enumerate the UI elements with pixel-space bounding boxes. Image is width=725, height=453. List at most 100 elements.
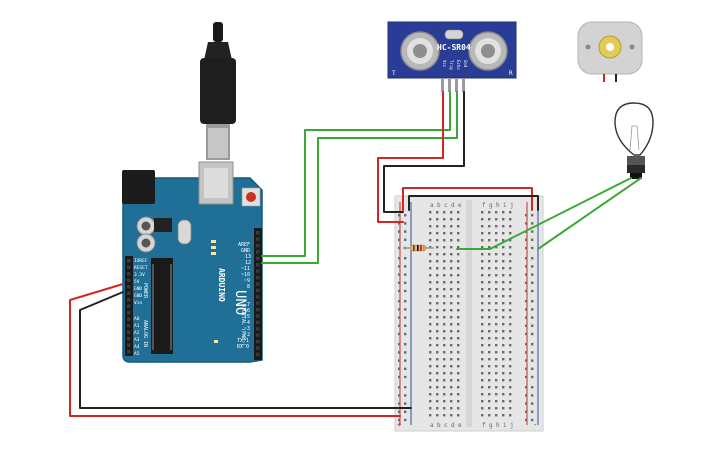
breadboard-hole[interactable] xyxy=(495,372,498,375)
rail-hole[interactable] xyxy=(398,343,401,346)
breadboard-hole[interactable] xyxy=(443,211,446,214)
rail-hole[interactable] xyxy=(531,332,534,336)
breadboard-hole[interactable] xyxy=(509,260,512,263)
rail-hole[interactable] xyxy=(398,273,401,276)
breadboard-hole[interactable] xyxy=(429,253,432,256)
breadboard-hole[interactable] xyxy=(488,330,491,333)
breadboard-hole[interactable] xyxy=(443,316,446,319)
breadboard-hole[interactable] xyxy=(450,372,453,375)
rail-hole[interactable] xyxy=(404,289,407,293)
breadboard-hole[interactable] xyxy=(450,386,453,389)
breadboard-hole[interactable] xyxy=(429,393,432,396)
rail-hole[interactable] xyxy=(398,214,401,217)
breadboard-hole[interactable] xyxy=(502,330,505,333)
breadboard-hole[interactable] xyxy=(429,386,432,389)
digital-pin-socket[interactable] xyxy=(256,250,260,254)
breadboard-hole[interactable] xyxy=(443,330,446,333)
breadboard-hole[interactable] xyxy=(495,330,498,333)
power-pin-socket[interactable] xyxy=(127,350,131,354)
breadboard-hole[interactable] xyxy=(495,218,498,221)
breadboard-hole[interactable] xyxy=(450,225,453,228)
rail-hole[interactable] xyxy=(404,402,407,405)
rail-hole[interactable] xyxy=(398,257,401,260)
breadboard-hole[interactable] xyxy=(502,323,505,326)
breadboard-hole[interactable] xyxy=(509,344,512,347)
breadboard-hole[interactable] xyxy=(457,414,460,417)
breadboard-hole[interactable] xyxy=(450,260,453,263)
rail-hole[interactable] xyxy=(531,410,534,413)
breadboard-hole[interactable] xyxy=(481,351,484,354)
breadboard-hole[interactable] xyxy=(481,288,484,291)
breadboard-hole[interactable] xyxy=(495,323,498,326)
rail-hole[interactable] xyxy=(404,343,407,346)
breadboard-hole[interactable] xyxy=(436,295,439,298)
rail-hole[interactable] xyxy=(398,418,401,422)
breadboard-hole[interactable] xyxy=(450,379,453,382)
breadboard-hole[interactable] xyxy=(502,379,505,382)
breadboard-hole[interactable] xyxy=(495,386,498,389)
breadboard-hole[interactable] xyxy=(509,379,512,382)
breadboard-hole[interactable] xyxy=(443,393,446,396)
breadboard-hole[interactable] xyxy=(488,400,491,403)
breadboard-hole[interactable] xyxy=(481,253,484,256)
rail-hole[interactable] xyxy=(525,265,528,268)
breadboard-hole[interactable] xyxy=(457,232,460,235)
breadboard-hole[interactable] xyxy=(495,246,498,249)
digital-pin-socket[interactable] xyxy=(256,333,260,337)
breadboard-hole[interactable] xyxy=(436,358,439,361)
rail-hole[interactable] xyxy=(525,410,528,413)
breadboard-hole[interactable] xyxy=(488,316,491,319)
breadboard-hole[interactable] xyxy=(481,400,484,403)
breadboard-hole[interactable] xyxy=(502,267,505,270)
breadboard-hole[interactable] xyxy=(495,274,498,277)
breadboard-hole[interactable] xyxy=(488,323,491,326)
breadboard-hole[interactable] xyxy=(509,267,512,270)
breadboard-hole[interactable] xyxy=(436,267,439,270)
rail-hole[interactable] xyxy=(398,375,401,379)
breadboard-hole[interactable] xyxy=(502,372,505,375)
rail-hole[interactable] xyxy=(531,246,534,250)
breadboard-hole[interactable] xyxy=(509,246,512,249)
breadboard-hole[interactable] xyxy=(450,323,453,326)
breadboard-hole[interactable] xyxy=(502,414,505,417)
rail-hole[interactable] xyxy=(525,308,528,311)
rail-hole[interactable] xyxy=(398,402,401,405)
rail-hole[interactable] xyxy=(531,351,534,354)
breadboard-hole[interactable] xyxy=(443,225,446,228)
rail-hole[interactable] xyxy=(531,222,534,225)
breadboard-hole[interactable] xyxy=(509,365,512,368)
digital-pin-socket[interactable] xyxy=(256,352,260,357)
power-pin-socket[interactable] xyxy=(127,330,131,335)
breadboard-hole[interactable] xyxy=(457,274,460,277)
rail-hole[interactable] xyxy=(398,394,401,397)
breadboard-hole[interactable] xyxy=(450,232,453,235)
breadboard-hole[interactable] xyxy=(450,281,453,284)
breadboard-hole[interactable] xyxy=(443,274,446,277)
breadboard-hole[interactable] xyxy=(436,351,439,354)
breadboard-hole[interactable] xyxy=(429,246,432,249)
power-pin-socket[interactable] xyxy=(127,291,131,296)
breadboard-hole[interactable] xyxy=(457,218,460,221)
breadboard-hole[interactable] xyxy=(495,344,498,347)
rail-hole[interactable] xyxy=(531,402,534,405)
rail-hole[interactable] xyxy=(525,273,528,276)
digital-pin-socket[interactable] xyxy=(256,282,260,286)
rail-hole[interactable] xyxy=(404,316,407,319)
breadboard-hole[interactable] xyxy=(429,323,432,326)
breadboard-hole[interactable] xyxy=(481,316,484,319)
breadboard-hole[interactable] xyxy=(502,295,505,298)
breadboard-hole[interactable] xyxy=(495,288,498,291)
breadboard-hole[interactable] xyxy=(436,281,439,284)
breadboard-hole[interactable] xyxy=(502,211,505,214)
breadboard-hole[interactable] xyxy=(457,358,460,361)
breadboard-hole[interactable] xyxy=(450,302,453,305)
rail-hole[interactable] xyxy=(398,324,401,327)
power-pin-socket[interactable] xyxy=(127,278,131,283)
breadboard-hole[interactable] xyxy=(488,414,491,417)
breadboard-hole[interactable] xyxy=(488,253,491,256)
breadboard-hole[interactable] xyxy=(502,351,505,354)
rail-hole[interactable] xyxy=(398,265,401,268)
digital-pin-socket[interactable] xyxy=(256,243,260,248)
breadboard-hole[interactable] xyxy=(488,407,491,410)
breadboard-hole[interactable] xyxy=(443,414,446,417)
